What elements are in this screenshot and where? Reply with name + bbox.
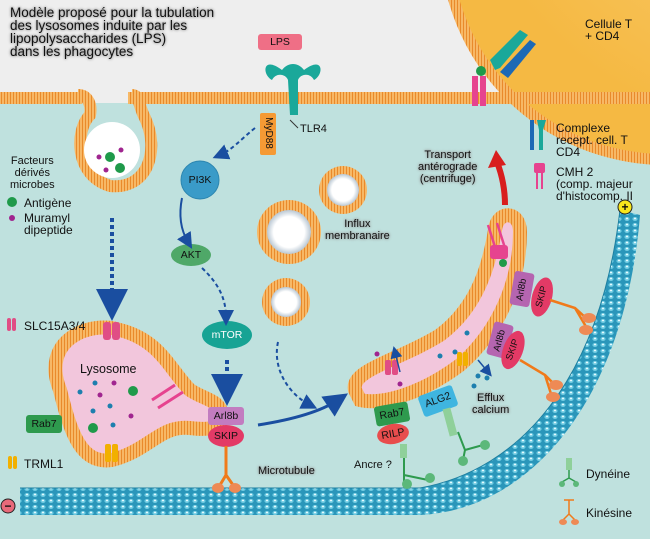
lps-badge-bg <box>258 34 302 50</box>
rab7-lysosome-label: Rab7 <box>31 418 57 430</box>
slc15a3-transporter <box>103 322 111 340</box>
pi3k-label: PI3K <box>188 174 212 186</box>
akt-node <box>171 244 211 266</box>
mtor-node <box>202 321 252 349</box>
dynein-legend-icon <box>559 458 579 487</box>
antigen-particle <box>115 163 125 173</box>
arl8b-lysosome-label: Arl8b <box>213 410 239 422</box>
mtor-label: mTOR <box>211 329 243 341</box>
tcr-mhc-complex <box>472 30 536 106</box>
lps-label: LPS <box>270 36 290 48</box>
plasma-membrane <box>0 92 650 104</box>
arl8b-skip-lysosome <box>208 407 244 493</box>
skip-lysosome-label: SKIP <box>214 430 238 442</box>
rab7-rilp-dynein <box>373 401 435 489</box>
phagosome <box>74 89 158 193</box>
rab7-lysosome-bg <box>26 415 62 433</box>
myd88-label: MyD88 <box>263 117 274 149</box>
antigen-particle <box>105 152 115 162</box>
microbe-factors-label: Facteurs dérivés microbes <box>10 155 55 191</box>
tubulation-arrow <box>257 393 348 427</box>
minus-end-symbol: − <box>4 499 12 513</box>
plus-end-marker <box>617 199 633 215</box>
trml-legend-icon <box>8 456 12 469</box>
arl8b-skip-upper <box>509 270 596 335</box>
mhc-legend-label: CMH 2 (comp. majeur d'histocomp. II <box>556 165 633 203</box>
pi3k-node <box>180 160 220 200</box>
antigen-legend-label: Antigène <box>24 196 72 210</box>
dynein-legend-label: Dynéine <box>586 467 631 481</box>
trml1-channel <box>105 444 111 462</box>
plus-end-symbol: + <box>621 200 629 214</box>
muramyl-legend-icon <box>9 215 15 221</box>
muramyl-particle <box>96 154 102 160</box>
tlr4-receptor <box>265 64 321 115</box>
t-cell-label: Cellule T + CD4 <box>585 17 633 43</box>
transport-label: Transport antérograde (centrifuge) <box>418 149 478 185</box>
tcr-legend-label: Complexe recept. cell. T CD4 <box>556 121 628 159</box>
myd88-badge-bg <box>260 113 276 155</box>
antigen-legend-icon <box>7 197 17 207</box>
kinesin-legend-icon <box>559 499 579 525</box>
lysosome-label: Lysosome <box>80 362 137 376</box>
calcium-efflux-label: Efflux calcium <box>472 392 510 416</box>
arl8b-skip-lower <box>486 321 563 402</box>
minus-end-marker <box>0 498 16 514</box>
alg2-dynein <box>418 385 490 466</box>
mhc-legend-icon <box>534 163 545 189</box>
anchor-label: Ancre ? <box>354 459 392 471</box>
tlr4-label: TLR4 <box>300 123 327 135</box>
muramyl-particle <box>103 167 109 173</box>
muramyl-particle <box>118 147 124 153</box>
muramyl-legend-label: Muramyl dipeptide <box>24 211 73 237</box>
trml-legend-label: TRML1 <box>24 457 64 471</box>
slc-legend-label: SLC15A3/4 <box>24 319 86 333</box>
membrane-vesicles <box>257 166 367 326</box>
influx-label: Influx membranaire <box>325 218 390 242</box>
microtubule-label: Microtubule <box>258 465 315 477</box>
kinesin-legend-label: Kinésine <box>586 506 633 520</box>
tubular-lysosome <box>347 208 528 409</box>
diagram-title: Modèle proposé pour la tubulation des ly… <box>10 5 215 59</box>
t-cell <box>448 0 650 165</box>
mhc-on-lysosome <box>151 383 184 410</box>
slc-legend-icon <box>7 318 11 331</box>
microtubule <box>20 209 640 515</box>
akt-label: AKT <box>180 249 202 261</box>
tcr-legend-icon <box>530 120 546 150</box>
